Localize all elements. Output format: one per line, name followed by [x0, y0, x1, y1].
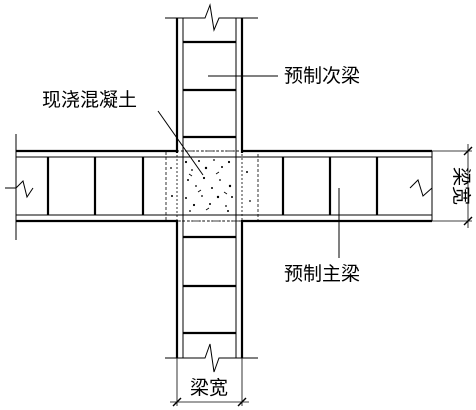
label-cast-in-place-concrete: 现浇混凝土 — [42, 89, 137, 111]
secondary-beam-top — [175, 18, 244, 153]
break-line-bottom — [165, 343, 258, 373]
label-precast-main-beam: 预制主梁 — [284, 263, 360, 285]
concrete-aggregate-ticks — [188, 171, 228, 211]
label-precast-secondary-beam: 预制次梁 — [284, 65, 360, 87]
dimension-beam-width-bottom — [170, 358, 249, 407]
break-line-left — [5, 180, 34, 199]
leader-cast-in-place — [157, 110, 204, 176]
concrete-aggregate-dots — [170, 159, 251, 212]
label-beam-width-right: 梁宽 — [450, 167, 472, 205]
break-line-right — [409, 151, 433, 221]
label-beam-width-bottom: 梁宽 — [190, 377, 228, 399]
main-beam — [15, 134, 432, 240]
cast-in-place-joint — [165, 150, 259, 222]
secondary-beam-bottom — [175, 220, 244, 358]
dimension-beam-width-right — [432, 144, 473, 228]
break-line-top — [165, 3, 258, 32]
